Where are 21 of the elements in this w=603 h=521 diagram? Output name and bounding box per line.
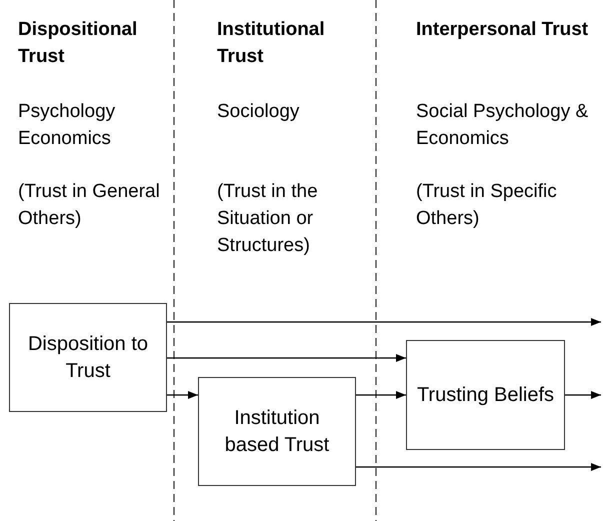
process-box bbox=[9, 303, 167, 412]
arrow bbox=[167, 318, 601, 326]
box-label: Trusting Beliefs bbox=[416, 382, 556, 408]
discipline-label: Sociology bbox=[217, 100, 300, 124]
process-box bbox=[198, 377, 356, 486]
arrow bbox=[356, 463, 601, 471]
column-heading: Dispositional Trust bbox=[18, 18, 138, 69]
box-label: Disposition to Trust bbox=[26, 332, 150, 384]
arrow bbox=[167, 391, 198, 399]
discipline-label: Social Psychology & Economics bbox=[416, 100, 590, 151]
arrow bbox=[565, 391, 601, 399]
trust-description: (Trust in the Situation or Structures) bbox=[217, 180, 319, 258]
column-heading: Interpersonal Trust bbox=[416, 18, 590, 42]
arrow bbox=[356, 391, 406, 399]
trust-description: (Trust in General Others) bbox=[18, 180, 161, 231]
column-heading: Institutional Trust bbox=[217, 18, 326, 69]
box-label: Institution based Trust bbox=[224, 406, 330, 458]
trust-description: (Trust in Specific Others) bbox=[416, 180, 558, 231]
discipline-label: Psychology Economics bbox=[18, 100, 116, 151]
process-box bbox=[406, 340, 565, 450]
arrow bbox=[167, 354, 406, 362]
